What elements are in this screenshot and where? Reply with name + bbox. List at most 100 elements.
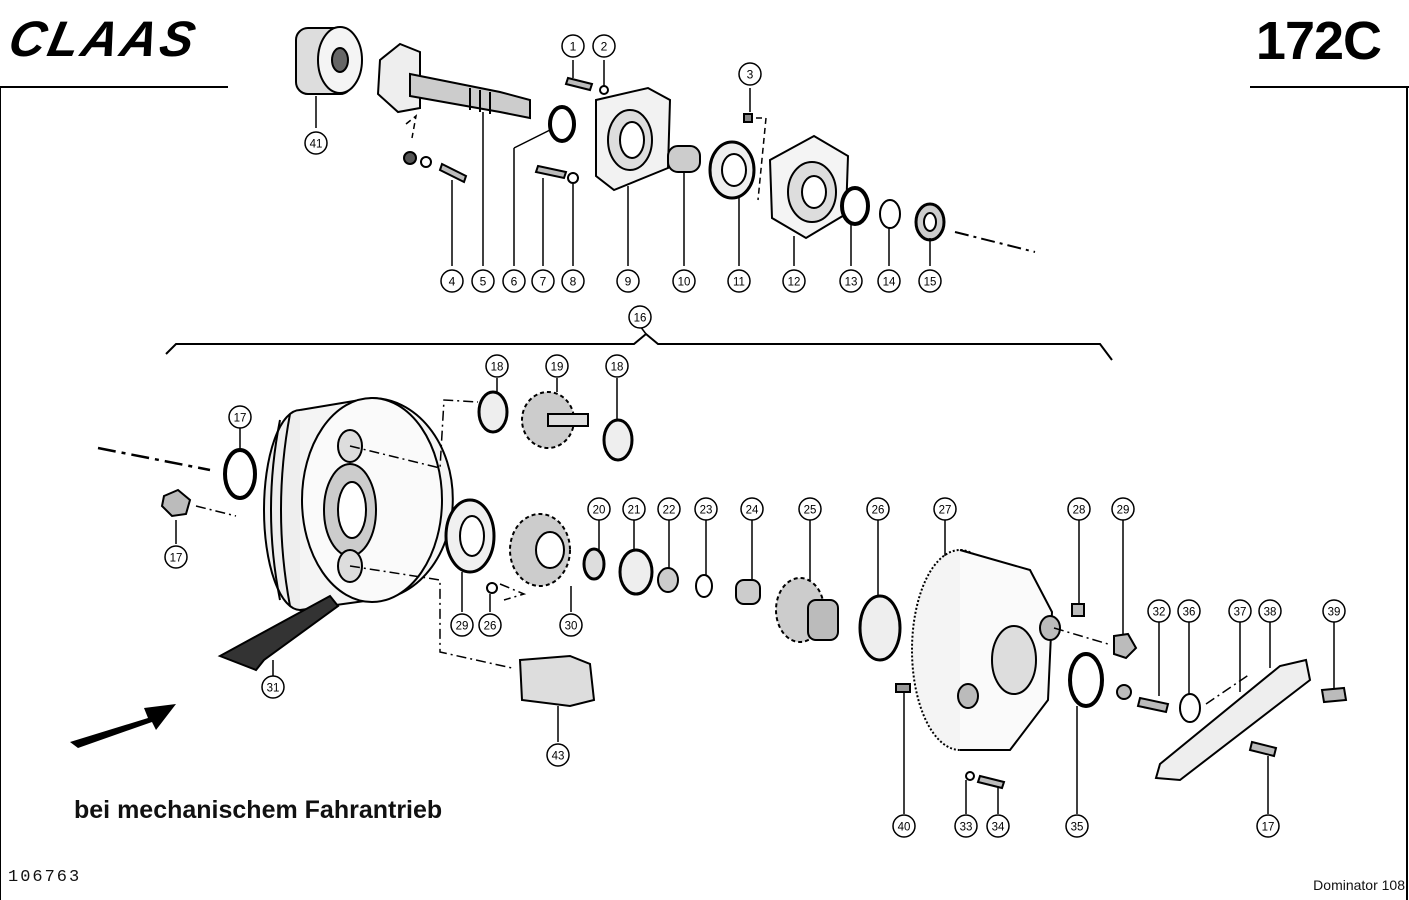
callout-1: 1	[561, 34, 585, 58]
callout-number: 24	[746, 505, 759, 517]
callout-circle	[954, 814, 978, 838]
callout-7: 7	[531, 269, 555, 293]
callout-circle	[1147, 599, 1171, 623]
callout-circle	[440, 269, 464, 293]
callout-number: 43	[552, 751, 565, 763]
callout-37: 37	[1228, 599, 1252, 623]
callout-43: 43	[546, 743, 570, 767]
callout-26: 26	[866, 497, 890, 521]
callout-number: 10	[678, 277, 691, 289]
callout-circle	[986, 814, 1010, 838]
callout-number: 13	[845, 277, 858, 289]
model-name: Dominator 108	[1313, 877, 1405, 893]
callout-3: 3	[738, 62, 762, 86]
callout-22: 22	[657, 497, 681, 521]
callout-30: 30	[559, 613, 583, 637]
callout-number: 20	[593, 505, 606, 517]
callout-28: 28	[1067, 497, 1091, 521]
callout-circle	[616, 269, 640, 293]
callout-number: 25	[804, 505, 817, 517]
callout-39: 39	[1322, 599, 1346, 623]
callout-23: 23	[694, 497, 718, 521]
bearing-housing-part	[595, 86, 672, 192]
callout-circle	[1177, 599, 1201, 623]
callout-number: 29	[456, 621, 469, 633]
callout-36: 36	[1177, 599, 1201, 623]
callout-33: 33	[954, 814, 978, 838]
callout-circle	[485, 354, 509, 378]
callout-number: 17	[234, 413, 247, 425]
callout-9: 9	[616, 269, 640, 293]
callout-circle	[622, 497, 646, 521]
callout-circle	[839, 269, 863, 293]
callout-circle	[933, 497, 957, 521]
callout-17: 17	[228, 405, 252, 429]
callout-number: 16	[634, 313, 647, 325]
callout-40: 40	[892, 814, 916, 838]
callout-number: 28	[1073, 505, 1086, 517]
callout-circle	[1256, 814, 1280, 838]
callout-circle	[782, 269, 806, 293]
callout-circle	[1228, 599, 1252, 623]
callout-31: 31	[261, 675, 285, 699]
gear-housing-part	[911, 549, 1061, 751]
callout-number: 32	[1153, 607, 1166, 619]
callout-circle	[545, 354, 569, 378]
callout-circle	[561, 34, 585, 58]
callout-circle	[866, 497, 890, 521]
callout-34: 34	[986, 814, 1010, 838]
callout-number: 18	[491, 362, 504, 374]
callout-32: 32	[1147, 599, 1171, 623]
callout-10: 10	[672, 269, 696, 293]
drawing-number: 106763	[8, 868, 82, 887]
callout-18: 18	[485, 354, 509, 378]
callout-circle	[1322, 599, 1346, 623]
callout-number: 36	[1183, 607, 1196, 619]
callout-17: 17	[1256, 814, 1280, 838]
cover-part	[768, 134, 850, 240]
callout-14: 14	[877, 269, 901, 293]
callout-13: 13	[839, 269, 863, 293]
callout-number: 37	[1234, 607, 1247, 619]
callout-19: 19	[545, 354, 569, 378]
page-code: 172C	[1255, 11, 1382, 71]
callout-number: 5	[480, 275, 487, 289]
callout-number: 14	[883, 277, 896, 289]
callout-circle	[1111, 497, 1135, 521]
callout-11: 11	[727, 269, 751, 293]
callout-27: 27	[933, 497, 957, 521]
callout-number: 26	[872, 505, 885, 517]
callout-35: 35	[1065, 814, 1089, 838]
callout-circle	[738, 62, 762, 86]
bolt-part	[403, 151, 468, 184]
callout-number: 22	[663, 505, 676, 517]
callout-number: 17	[170, 553, 183, 565]
callout-number: 4	[449, 275, 456, 289]
callout-number: 3	[747, 68, 754, 82]
callout-circle	[561, 269, 585, 293]
callout-12: 12	[782, 269, 806, 293]
callout-8: 8	[561, 269, 585, 293]
callout-number: 30	[565, 621, 578, 633]
callout-circle	[587, 497, 611, 521]
callout-number: 18	[611, 362, 624, 374]
callout-38: 38	[1258, 599, 1282, 623]
callout-number: 27	[939, 505, 952, 517]
callout-circle	[304, 131, 328, 155]
callout-circle	[1258, 599, 1282, 623]
callout-circle	[261, 675, 285, 699]
callout-number: 21	[628, 505, 641, 517]
callout-circle	[1067, 497, 1091, 521]
callout-number: 15	[924, 277, 937, 289]
drive-pulley-part	[263, 396, 454, 611]
callout-number: 35	[1071, 822, 1084, 834]
callout-circle	[892, 814, 916, 838]
callout-circle	[798, 497, 822, 521]
callout-circle	[592, 34, 616, 58]
callout-circle	[605, 354, 629, 378]
callout-number: 40	[898, 822, 911, 834]
callout-circle	[628, 305, 652, 329]
